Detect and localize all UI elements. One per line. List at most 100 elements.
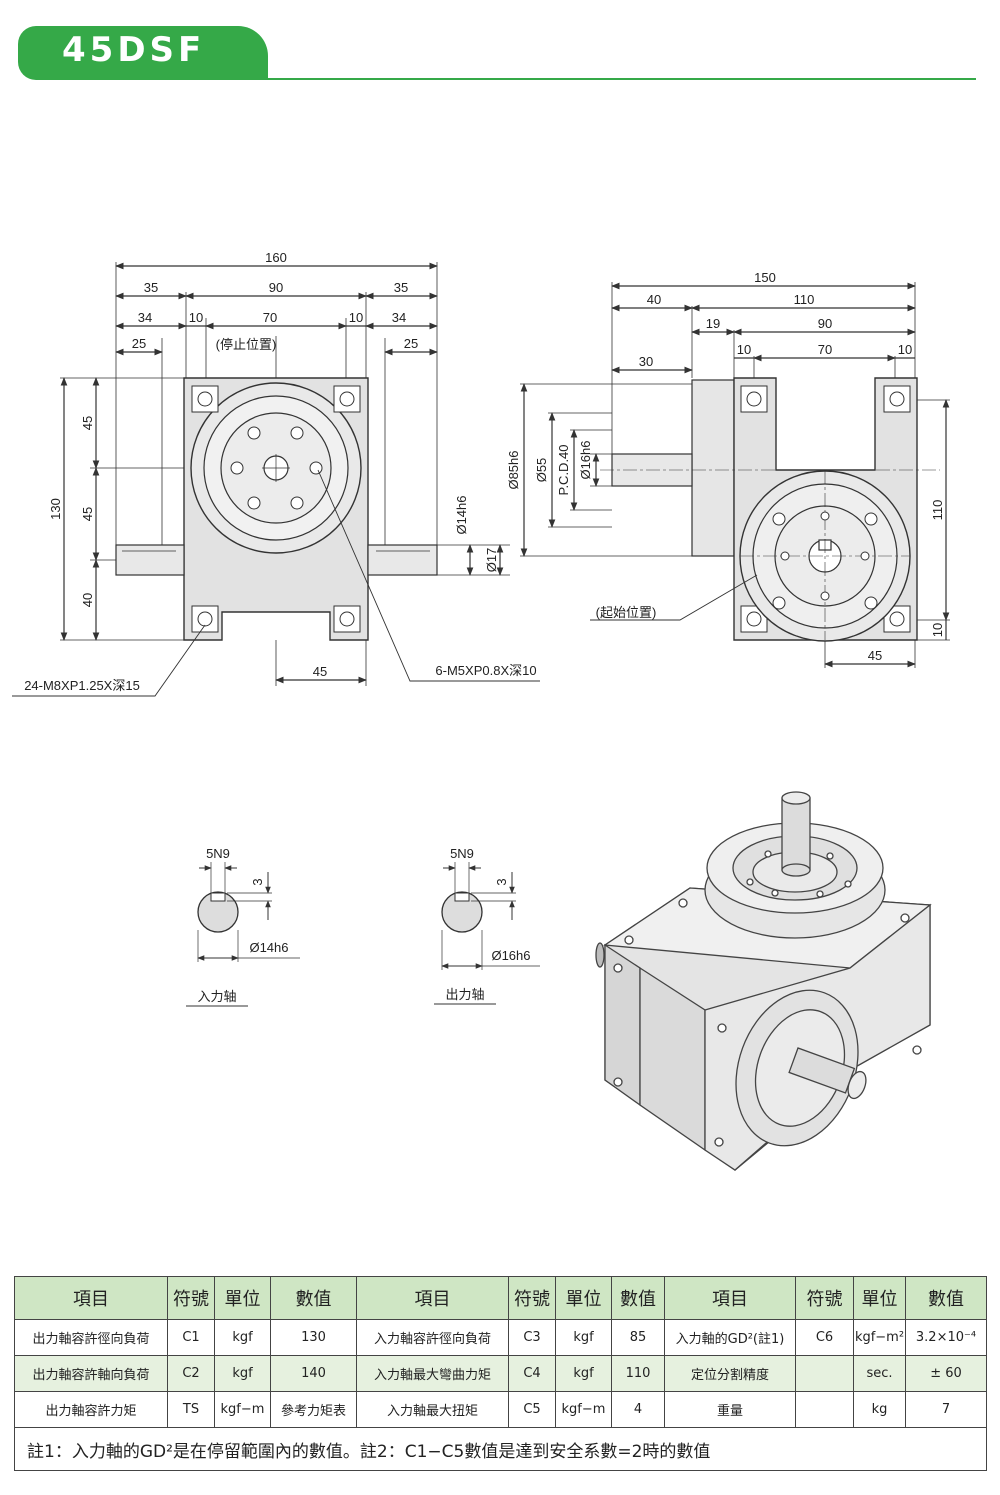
table-cell: kgf−m: [214, 1391, 271, 1428]
table-cell: kgf: [555, 1355, 612, 1392]
input-shaft-dia-label: Ø14h6: [249, 940, 288, 955]
table-header-row: 項目 符號 單位 數值 項目 符號 單位 數值 項目 符號 單位 數值: [14, 1276, 987, 1320]
output-key-label: 5N9: [450, 846, 474, 861]
table-cell: C3: [508, 1319, 556, 1356]
table-cell: 140: [270, 1355, 357, 1392]
table-row: 出力軸容許力矩 TS kgf−m 參考力矩表 入力軸最大扭矩 C5 kgf−m …: [14, 1391, 987, 1428]
table-cell: kgf: [214, 1319, 271, 1356]
stop-position-label: (停止位置): [216, 337, 277, 352]
front-dim: 10: [349, 310, 363, 325]
input-key-label: 5N9: [206, 846, 230, 861]
col-header: 符號: [795, 1276, 854, 1320]
front-dim: 10: [189, 310, 203, 325]
side-dim-bottom: 45: [868, 648, 882, 663]
table-cell: C1: [167, 1319, 215, 1356]
shaft-dia: Ø17: [484, 548, 499, 573]
front-dim: 34: [138, 310, 152, 325]
table-cell: C6: [795, 1319, 854, 1356]
input-key-depth: 3: [250, 878, 265, 885]
side-dim: 40: [647, 292, 661, 307]
start-position-label: (起始位置): [596, 605, 657, 620]
table-cell: kg: [853, 1391, 906, 1428]
pcd-label: P.C.D.40: [556, 444, 571, 495]
table-cell: 出力軸容許徑向負荷: [14, 1319, 168, 1356]
side-dim: 110: [930, 500, 945, 521]
model-tab: 45DSF: [18, 26, 268, 80]
front-dim: 25: [404, 336, 418, 351]
table-cell: 130: [270, 1319, 357, 1356]
table-cell: 重量: [664, 1391, 796, 1428]
table-cell: kgf−m²: [853, 1319, 906, 1356]
col-header: 數值: [270, 1276, 357, 1320]
table-cell: 入力軸的GD²(註1): [664, 1319, 796, 1356]
output-shaft-dia-label: Ø16h6: [491, 948, 530, 963]
output-shaft-name: 出力轴: [445, 987, 484, 1002]
side-dim: 10: [898, 342, 912, 357]
spec-table: 項目 符號 單位 數值 項目 符號 單位 數值 項目 符號 單位 數值 出力軸容…: [14, 1276, 987, 1471]
side-dim: 90: [818, 316, 832, 331]
side-dim: 110: [794, 292, 815, 307]
col-header: 數值: [611, 1276, 665, 1320]
front-dim: 45: [80, 416, 95, 430]
front-view: [12, 262, 540, 697]
table-cell: 入力軸最大彎曲力矩: [356, 1355, 509, 1392]
front-dim: 34: [392, 310, 406, 325]
col-header: 項目: [664, 1276, 796, 1320]
col-header: 項目: [356, 1276, 509, 1320]
front-dim-overall: 160: [265, 250, 287, 265]
table-note-row: 註1：入力軸的GD²是在停留範圍內的數值。註2：C1−C5數值是達到安全系數=2…: [14, 1427, 987, 1471]
model-title: 45DSF: [62, 30, 206, 70]
front-dim: 90: [269, 280, 283, 295]
input-shaft-section: [186, 862, 300, 1007]
table-cell: 參考力矩表: [270, 1391, 357, 1428]
isometric-view: [595, 791, 932, 1171]
table-cell: kgf: [555, 1319, 612, 1356]
front-dim: 70: [263, 310, 277, 325]
table-cell: kgf: [214, 1355, 271, 1392]
flange-dia: Ø55: [534, 458, 549, 483]
table-cell: 7: [905, 1391, 987, 1428]
front-dim-bottom: 45: [313, 664, 327, 679]
col-header: 單位: [853, 1276, 906, 1320]
col-header: 符號: [508, 1276, 556, 1320]
front-dim: 40: [80, 593, 95, 607]
side-dim: 19: [706, 316, 720, 331]
output-shaft-dia: Ø16h6: [578, 440, 593, 479]
table-cell: [795, 1391, 854, 1428]
tap-callout-left: 24-M8XP1.25X深15: [24, 678, 140, 693]
header-rule: [268, 78, 976, 80]
output-key-depth: 3: [494, 878, 509, 885]
side-dim-overall: 150: [754, 270, 776, 285]
technical-drawing: 160 35 90 35 34 10 70 10 34 25 25 (停止位置)…: [12, 250, 950, 1171]
flange-dia: Ø85h6: [506, 450, 521, 489]
table-cell: 85: [611, 1319, 665, 1356]
input-shaft-dia: Ø14h6: [454, 495, 469, 534]
front-dim: 25: [132, 336, 146, 351]
side-dim: 10: [737, 342, 751, 357]
table-cell: TS: [167, 1391, 215, 1428]
table-cell: 3.2×10⁻⁴: [905, 1319, 987, 1356]
table-cell: sec.: [853, 1355, 906, 1392]
table-cell: C5: [508, 1391, 556, 1428]
table-cell: [795, 1355, 854, 1392]
table-row: 出力軸容許徑向負荷 C1 kgf 130 入力軸容許徑向負荷 C3 kgf 85…: [14, 1319, 987, 1356]
col-header: 單位: [555, 1276, 612, 1320]
table-cell: 定位分割精度: [664, 1355, 796, 1392]
table-cell: 出力軸容許軸向負荷: [14, 1355, 168, 1392]
col-header: 符號: [167, 1276, 215, 1320]
table-cell: C4: [508, 1355, 556, 1392]
side-dim: 70: [818, 342, 832, 357]
table-cell: kgf−m: [555, 1391, 612, 1428]
front-dim-height: 130: [48, 498, 63, 520]
table-cell: 4: [611, 1391, 665, 1428]
table-cell: C2: [167, 1355, 215, 1392]
col-header: 項目: [14, 1276, 168, 1320]
output-shaft-section: [434, 862, 540, 1005]
col-header: 數值: [905, 1276, 987, 1320]
tap-callout-right: 6-M5XP0.8X深10: [435, 663, 536, 678]
side-dim: 10: [930, 623, 945, 637]
input-shaft-name: 入力轴: [197, 989, 236, 1004]
front-dim: 35: [144, 280, 158, 295]
table-cell: 入力軸最大扭矩: [356, 1391, 509, 1428]
table-note: 註1：入力軸的GD²是在停留範圍內的數值。註2：C1−C5數值是達到安全系數=2…: [14, 1427, 987, 1471]
